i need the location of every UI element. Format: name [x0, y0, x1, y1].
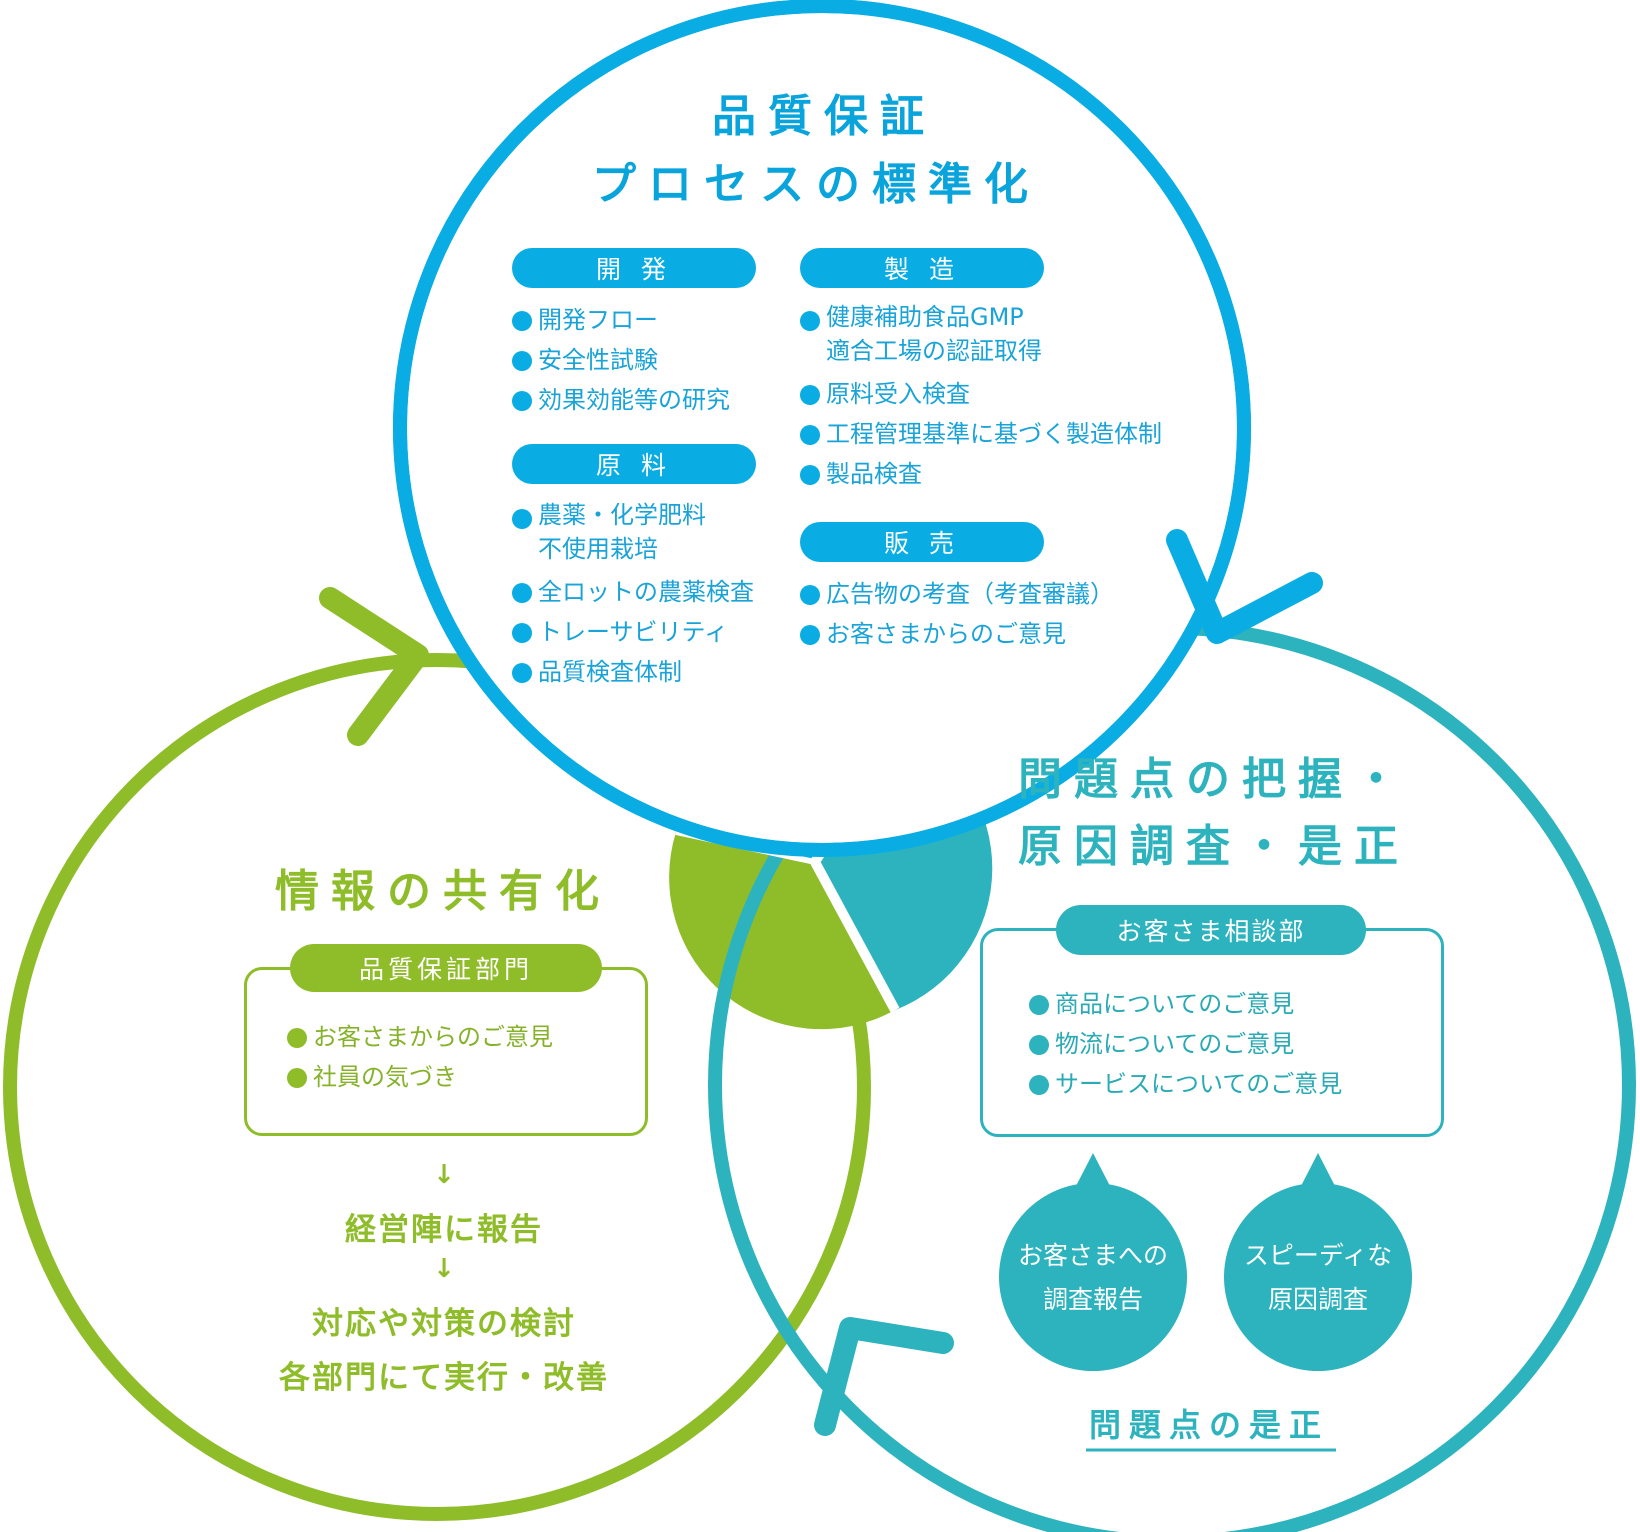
bullet-dot — [800, 385, 820, 405]
list-item: 工程管理基準に基づく製造体制 — [800, 414, 1162, 454]
bullet-dot — [512, 583, 532, 603]
right-footer: 問題点の是正 — [1089, 1406, 1330, 1444]
blue-arrowhead — [1166, 529, 1323, 644]
top-title-line1: 品質保証 — [712, 91, 936, 142]
list-item: トレーサビリティ — [512, 612, 754, 652]
left-arrow-1: ↓ — [433, 1160, 455, 1190]
list-item-text: 製品検査 — [826, 460, 922, 488]
green-arrowhead — [319, 587, 429, 746]
bullet-dot — [512, 663, 532, 683]
bullet-dot — [800, 625, 820, 645]
bullet-dot — [800, 585, 820, 605]
materials-label: 原 料 — [512, 444, 756, 484]
list-item-text: 商品についてのご意見 — [1055, 990, 1295, 1018]
left-list: お客さまからのご意見 社員の気づき — [287, 1017, 553, 1097]
list-item-text: 工程管理基準に基づく製造体制 — [826, 420, 1162, 448]
list-item-text: 開発フロー — [538, 306, 658, 334]
list-item: お客さまからのご意見 — [800, 614, 1114, 654]
list-item-text: お客さまからのご意見 — [826, 620, 1066, 648]
materials-list: 農薬・化学肥料 不使用栽培 全ロットの農薬検査 トレーサビリティ 品質検査体制 — [512, 498, 754, 692]
list-item: 効果効能等の研究 — [512, 380, 730, 420]
bubble1-line2: 調査報告 — [1042, 1285, 1143, 1314]
bullet-dot — [512, 351, 532, 371]
list-item: 原料受入検査 — [800, 374, 1162, 414]
bullet-dot — [1029, 1075, 1049, 1095]
list-item: 全ロットの農薬検査 — [512, 572, 754, 612]
right-box-label: お客さま相談部 — [1056, 905, 1366, 955]
list-item-text: 全ロットの農薬検査 — [538, 578, 754, 606]
bullet-dot — [800, 465, 820, 485]
green-circle — [3, 653, 871, 1521]
list-item-text: 健康補助食品GMP 適合工場の認証取得 — [826, 303, 1042, 365]
list-item-text: 社員の気づき — [313, 1063, 457, 1091]
bullet-dot — [512, 311, 532, 331]
list-item-text: トレーサビリティ — [538, 618, 729, 646]
left-step-1: 経営陣に報告 — [345, 1212, 543, 1248]
list-item-text: 安全性試験 — [538, 346, 658, 374]
bullet-dot — [1029, 995, 1049, 1015]
list-item: 社員の気づき — [287, 1057, 553, 1097]
list-item: 品質検査体制 — [512, 652, 754, 692]
list-item-text: 農薬・化学肥料 不使用栽培 — [538, 501, 706, 563]
left-title: 情報の共有化 — [275, 866, 611, 917]
list-item-text: 広告物の考査（考査審議） — [826, 580, 1114, 608]
right-title-line1: 問題点の把握・ — [1018, 754, 1410, 805]
right-list: 商品についてのご意見 物流についてのご意見 サービスについてのご意見 — [1029, 984, 1342, 1104]
list-item-text: お客さまからのご意見 — [313, 1023, 553, 1051]
top-title-line2: プロセスの標準化 — [592, 159, 1040, 210]
sales-label: 販 売 — [800, 522, 1044, 562]
list-item: お客さまからのご意見 — [287, 1017, 553, 1057]
list-item: 安全性試験 — [512, 340, 730, 380]
bullet-dot — [800, 311, 820, 331]
list-item: 製品検査 — [800, 454, 1162, 494]
left-step-2-line1: 対応や対策の検討 — [312, 1306, 576, 1342]
bubble-report — [999, 1153, 1187, 1371]
list-item-text: 効果効能等の研究 — [538, 386, 730, 414]
bubble-investigation — [1224, 1153, 1412, 1371]
list-item-text: 品質検査体制 — [538, 658, 682, 686]
list-item-text: 原料受入検査 — [826, 380, 970, 408]
list-item: サービスについてのご意見 — [1029, 1064, 1342, 1104]
list-item: 物流についてのご意見 — [1029, 1024, 1342, 1064]
right-title-line2: 原因調査・是正 — [1018, 821, 1410, 872]
mfg-label: 製 造 — [800, 248, 1044, 288]
sales-list: 広告物の考査（考査審議） お客さまからのご意見 — [800, 574, 1114, 654]
list-item: 農薬・化学肥料 不使用栽培 — [512, 498, 754, 572]
bubble1-line1: お客さまへの — [1017, 1241, 1168, 1270]
left-arrow-2: ↓ — [433, 1254, 455, 1284]
bullet-dot — [287, 1028, 307, 1048]
teal-arrowhead — [814, 1317, 954, 1436]
bubble2-line1: スピーディな — [1243, 1241, 1393, 1270]
list-item: 健康補助食品GMP 適合工場の認証取得 — [800, 300, 1162, 374]
left-step-2-line2: 各部門にて実行・改善 — [279, 1360, 609, 1396]
list-item: 商品についてのご意見 — [1029, 984, 1342, 1024]
bubble2-line2: 原因調査 — [1267, 1285, 1368, 1314]
list-item: 広告物の考査（考査審議） — [800, 574, 1114, 614]
left-box-label: 品質保証部門 — [290, 944, 602, 992]
bullet-dot — [287, 1068, 307, 1088]
bullet-dot — [512, 391, 532, 411]
bullet-dot — [800, 425, 820, 445]
dev-label: 開 発 — [512, 248, 756, 288]
mfg-list: 健康補助食品GMP 適合工場の認証取得 原料受入検査 工程管理基準に基づく製造体… — [800, 300, 1162, 494]
list-item-text: 物流についてのご意見 — [1055, 1030, 1295, 1058]
list-item-text: サービスについてのご意見 — [1055, 1070, 1343, 1098]
bullet-dot — [512, 509, 532, 529]
dev-list: 開発フロー 安全性試験 効果効能等の研究 — [512, 300, 730, 420]
bullet-dot — [1029, 1035, 1049, 1055]
list-item: 開発フロー — [512, 300, 730, 340]
bullet-dot — [512, 623, 532, 643]
